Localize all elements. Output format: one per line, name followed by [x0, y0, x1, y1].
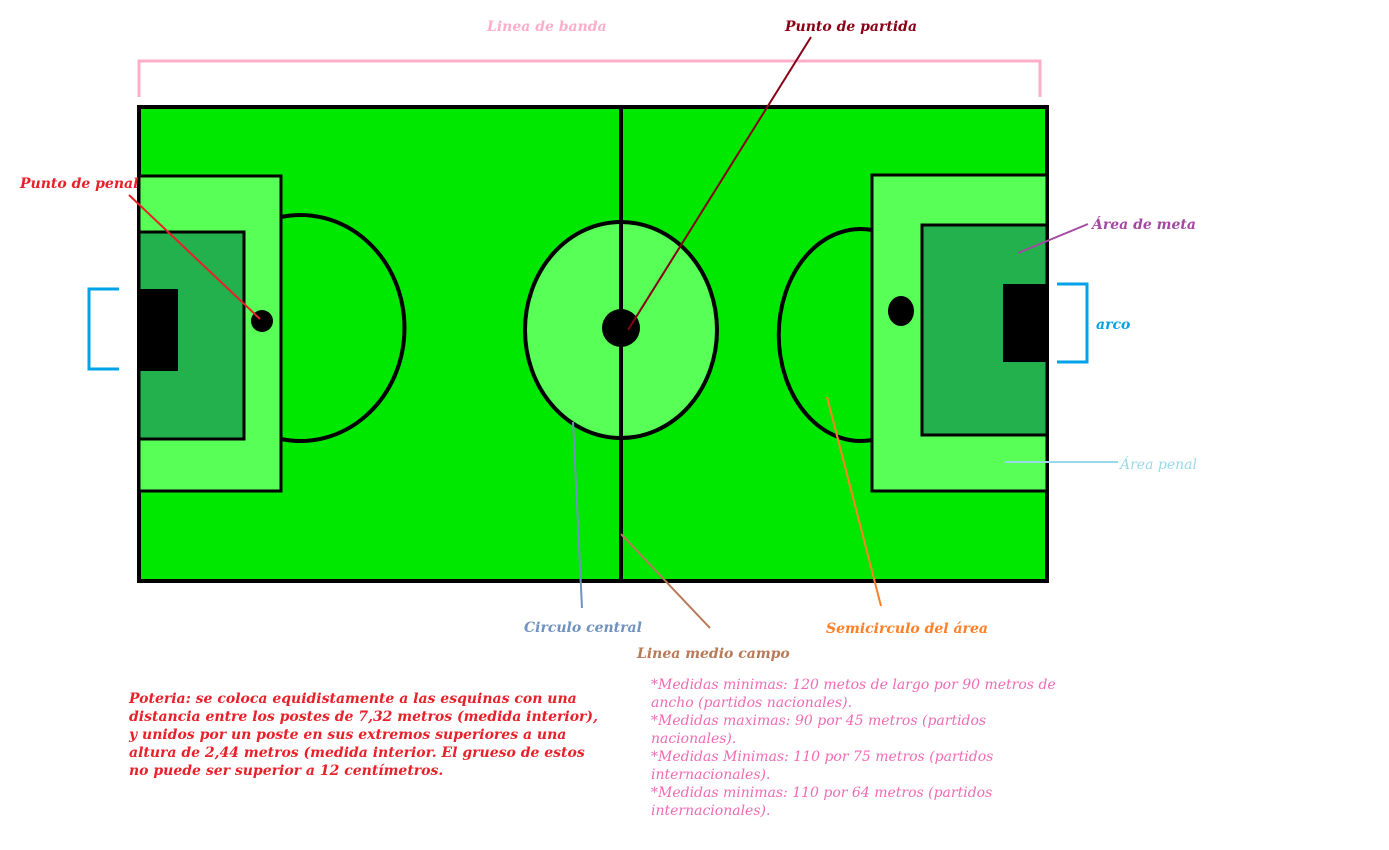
- right-penalty-arc: [776, 227, 873, 443]
- circulo-central-pointer: [572, 421, 583, 609]
- circulo-central-label: Circulo central: [524, 620, 642, 636]
- right-goal: [1003, 284, 1047, 362]
- porteria-note: Poteria: se coloca equidistamente a las …: [129, 691, 598, 779]
- linea-medio-campo-label: Linea medio campo: [636, 646, 790, 662]
- punto-penal-pointer: [128, 194, 261, 320]
- area-penal-label: Área penal: [1118, 455, 1197, 473]
- left-penalty-arc: [280, 213, 407, 443]
- left-goal: [139, 289, 178, 371]
- linea-banda-label: Linea de banda: [486, 19, 607, 35]
- semicirculo-area-label: Semicirculo del área: [826, 621, 988, 637]
- center-spot: [602, 309, 640, 347]
- arco-label: arco: [1096, 317, 1130, 333]
- punto-partida-label: Punto de partida: [784, 19, 917, 35]
- left-arco-bracket: [87, 287, 119, 371]
- right-arco-bracket: [1057, 282, 1089, 364]
- medidas-note-3: *Medidas Minimas: 110 por 75 metros (par…: [651, 749, 994, 783]
- linea-medio-campo-pointer: [620, 533, 711, 629]
- medidas-note-1: *Medidas minimas: 120 metos de largo por…: [651, 677, 1056, 711]
- area-meta-pointer: [1017, 223, 1089, 254]
- medidas-note-2: *Medidas maximas: 90 por 45 metros (part…: [651, 713, 987, 747]
- medidas-note-4: *Medidas minimas: 110 por 64 metros (par…: [651, 785, 993, 819]
- right-penalty-spot: [888, 296, 914, 326]
- punto-penal-label: Punto de penal: [19, 176, 138, 192]
- area-meta-label: Área de meta: [1090, 215, 1196, 233]
- linea-banda-bracket: [137, 59, 1042, 97]
- semicirculo-area-pointer: [826, 396, 882, 607]
- punto-partida-pointer: [627, 36, 812, 331]
- medidas-notes: *Medidas minimas: 120 metos de largo por…: [651, 676, 1061, 820]
